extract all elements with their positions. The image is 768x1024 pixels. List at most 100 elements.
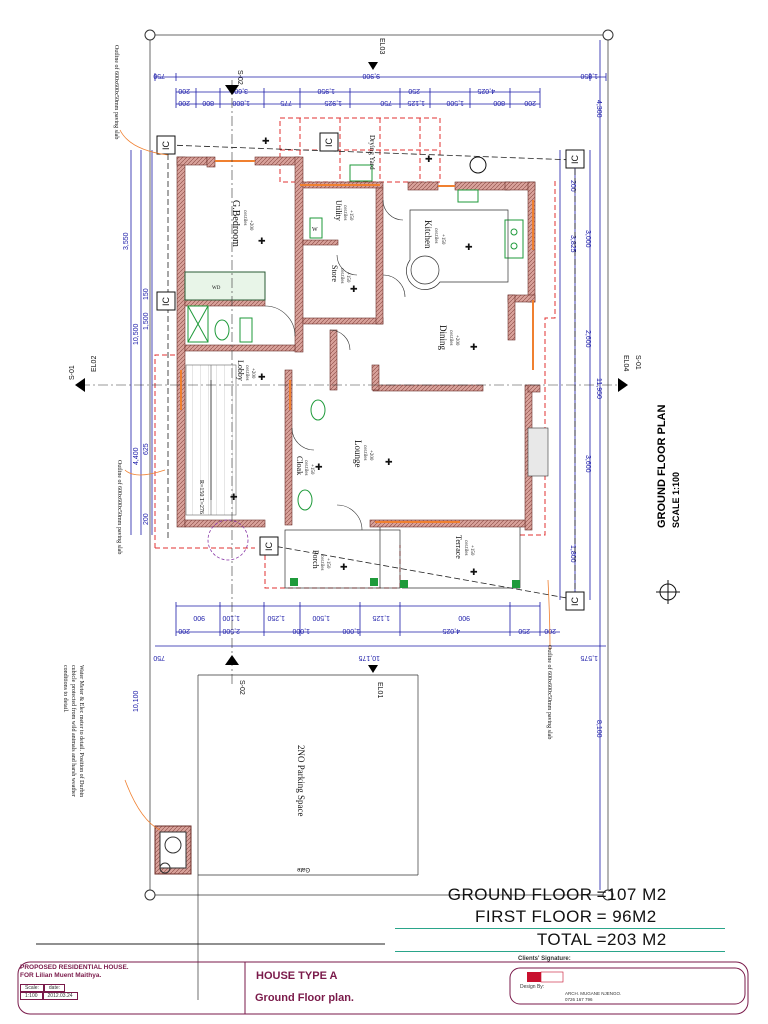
room-store-finish: cer.tiles [339, 268, 344, 283]
svg-text:✚: ✚ [258, 373, 266, 383]
room-kitchen-finish: cer.tiles [433, 228, 438, 243]
room-terrace-finish: cer.tiles [463, 540, 468, 555]
kitchen-counter [406, 209, 509, 290]
room-dining: Dining [438, 325, 448, 351]
room-utility-level: +150 [348, 210, 353, 221]
dimension-ticks [154, 73, 607, 636]
room-cloak-level: +150 [309, 464, 314, 475]
clients-signature: Clients' Signature: [518, 956, 571, 962]
dim-bot1-1: 1,100 [222, 614, 240, 621]
dim-top3-6: 1,125 [407, 99, 425, 106]
firm-phone: 0726 167 796 [565, 997, 593, 1002]
dim-right-1: 3,825 [569, 235, 576, 253]
openings [180, 160, 534, 523]
room-bedroom-finish: cer.tiles [242, 210, 247, 225]
dim-right-4: 11,950 [595, 378, 602, 399]
area-schedule: GROUND FLOOR =107 M2 FIRST FLOOR = 96M2 … [395, 884, 725, 952]
staircase [185, 364, 237, 516]
room-bedroom-level: +200 [248, 220, 253, 231]
dim-bot1-2: 1,250 [267, 614, 285, 621]
room-porch-level: +150 [325, 558, 330, 569]
project-owner: FOR Lilian Muent Maithya. [20, 972, 102, 979]
dim-top3-1: 800 [202, 99, 214, 106]
leader-lines [119, 129, 551, 831]
note-paving-right: Outline of 600x600x50mm paving slab [546, 645, 553, 739]
elev-el01: EL01 [376, 682, 383, 698]
ic-5: IC [264, 541, 274, 551]
note-water-meter: Water Meter & Elec meter to detail. Posi… [62, 665, 84, 798]
dim-top3-0: 200 [178, 99, 190, 106]
room-bedroom: G.Bedroom [230, 200, 241, 247]
dim-left-1: 1,500 [143, 312, 150, 330]
entry-arc [207, 519, 249, 561]
sheet-title: Ground Floor plan. [255, 992, 354, 1004]
dim-bot1-0: 900 [193, 614, 205, 621]
parking-area [197, 674, 419, 1000]
title-block [17, 943, 749, 1015]
dim-left-6: 200 [143, 513, 150, 525]
dim-right-6: 1,800 [569, 545, 576, 563]
room-lounge-level: +200 [368, 450, 373, 461]
dim-top2-0: 200 [178, 87, 190, 94]
svg-text:✚: ✚ [470, 568, 478, 578]
dim-bot2-5: 250 [518, 627, 530, 634]
dim-bot1-5: 900 [458, 614, 470, 621]
dim-top2-2: 1,950 [317, 87, 335, 94]
scale-value: 1:100 [20, 992, 43, 1000]
dim-top-right: 1,850 [580, 72, 598, 79]
svg-text:✚: ✚ [340, 563, 348, 573]
area-value: =107 M2 [596, 885, 667, 904]
dim-top-mid: 9,900 [362, 72, 380, 79]
ic-4: IC [570, 154, 580, 164]
dim-top2-3: 250 [408, 87, 420, 94]
room-terrace: Terrace [454, 535, 463, 559]
room-lobby-level: +200 [250, 368, 255, 379]
grid-circle [469, 156, 487, 174]
dim-left-3: 10,500 [133, 323, 140, 345]
dim-right-3: 2,600 [584, 330, 591, 348]
svg-text:✚: ✚ [425, 155, 433, 165]
room-terrace-level: +150 [469, 545, 474, 556]
room-drying-yard: Drying Yard [368, 135, 376, 170]
elev-el04: EL04 [622, 355, 629, 371]
dim-left-4: 625 [143, 443, 150, 455]
dim-top3-4: 1,925 [324, 99, 342, 106]
wardrobe-label: WD [212, 286, 221, 291]
dim-top3-7: 1,500 [446, 99, 464, 106]
section-s02-top: S-02 [236, 70, 243, 85]
room-parking: 2NO Parking Space [296, 745, 306, 817]
ic-1: IC [161, 140, 171, 150]
scale-date-row: Scale: date: [20, 984, 242, 992]
room-kitchen: Kitchen [423, 220, 433, 249]
walls [176, 156, 549, 531]
dim-bot2-2: 1,000 [292, 627, 310, 634]
dim-top2-4: 4,025 [477, 87, 495, 94]
svg-text:✚: ✚ [315, 463, 323, 473]
note-paving-left: Outline of 600x600x50mm paving slab [116, 460, 123, 554]
firm-name: ARCH. MUGANE NJENGO. [565, 991, 622, 996]
room-porch-finish: cer.tiles [319, 555, 324, 570]
door-swings [264, 199, 406, 531]
elev-el03: EL03 [378, 38, 385, 54]
svg-text:✚: ✚ [465, 243, 473, 253]
room-kitchen-level: +150 [440, 234, 445, 245]
ic-2: IC [161, 296, 171, 306]
dim-right-8: 200 [569, 180, 576, 192]
room-utility: Utility [334, 200, 343, 221]
dim-top3-2: 1,800 [232, 99, 250, 106]
elev-el02: EL02 [91, 356, 98, 372]
dim-bot2-3: 1,000 [342, 627, 360, 634]
dim-bot3-0: 750 [153, 654, 165, 661]
dim-left-2: 150 [143, 288, 150, 300]
room-lobby: Lobby [236, 360, 245, 381]
dim-top3-3: 775 [280, 99, 292, 106]
area-value: =203 M2 [596, 930, 667, 949]
room-utility-finish: cer.tiles [342, 205, 347, 220]
plot-boundary [144, 29, 614, 901]
columns [290, 578, 520, 588]
dim-top3-8: 800 [493, 99, 505, 106]
section-s01-right: S-01 [634, 355, 641, 370]
area-label: FIRST FLOOR [474, 907, 593, 926]
area-row-ground: GROUND FLOOR =107 M2 [395, 884, 725, 906]
